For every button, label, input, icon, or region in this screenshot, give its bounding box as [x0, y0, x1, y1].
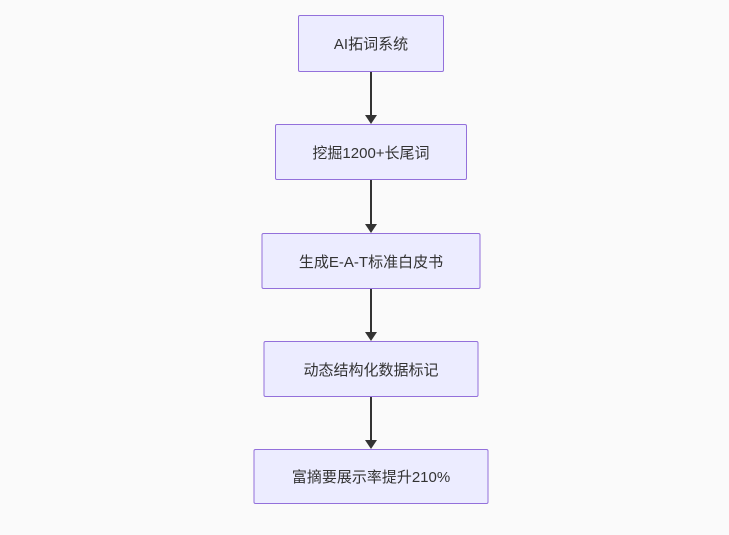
flow-arrow-1 [364, 72, 378, 124]
flowchart-node-rich-snippet-rate-increase: 富摘要展示率提升210% [253, 449, 489, 504]
flowchart-node-dynamic-structured-data-markup: 动态结构化数据标记 [263, 341, 479, 397]
flow-arrow-4 [364, 397, 378, 449]
arrowhead-down-icon [365, 440, 377, 449]
arrowhead-down-icon [365, 332, 377, 341]
node-label: 生成E-A-T标准白皮书 [298, 253, 444, 271]
flowchart-node-ai-word-expansion-system: AI拓词系统 [298, 15, 444, 72]
node-label: AI拓词系统 [333, 36, 409, 53]
flow-arrow-3 [364, 289, 378, 341]
flowchart-node-eat-whitepaper-generation: 生成E-A-T标准白皮书 [261, 233, 481, 289]
arrow-line [370, 180, 372, 225]
node-label: 挖掘1200+长尾词 [312, 144, 430, 162]
arrow-line [370, 72, 372, 116]
flow-arrow-2 [364, 180, 378, 233]
node-label: 动态结构化数据标记 [303, 361, 439, 379]
flowchart-node-longtail-keyword-mining: 挖掘1200+长尾词 [275, 124, 467, 180]
arrow-line [370, 397, 372, 441]
node-label: 富摘要展示率提升210% [291, 469, 451, 486]
arrow-line [370, 289, 372, 333]
arrowhead-down-icon [365, 115, 377, 124]
arrowhead-down-icon [365, 224, 377, 233]
